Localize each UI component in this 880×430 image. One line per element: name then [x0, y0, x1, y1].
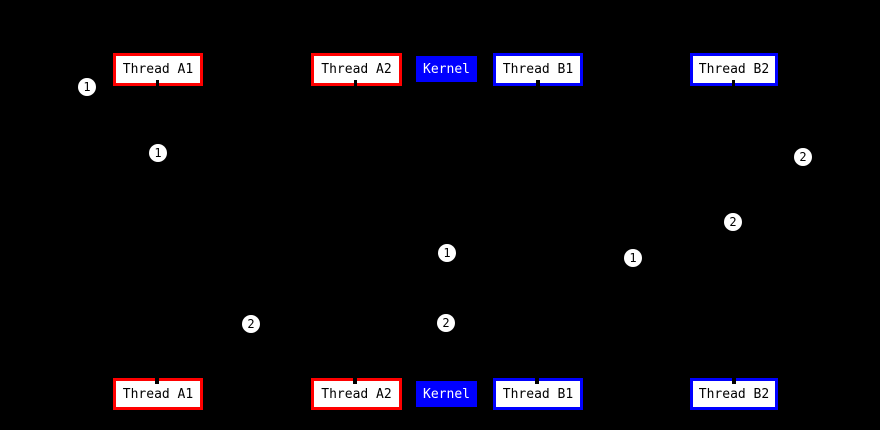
edge-stub: [732, 80, 735, 87]
node-thread-b2-bottom-label: Thread B2: [698, 386, 770, 402]
node-kernel-top: Kernel: [416, 56, 477, 82]
node-thread-b1-bottom-label: Thread B1: [502, 386, 574, 402]
node-thread-a2-top-label: Thread A2: [321, 62, 392, 77]
edge-label-badge: 2: [724, 213, 742, 231]
node-thread-a2-bottom-label: Thread A2: [321, 386, 392, 402]
edge-label-badge: 2: [242, 315, 260, 333]
node-thread-b1-top-label: Thread B1: [502, 62, 574, 77]
node-kernel-bottom: Kernel: [416, 381, 477, 407]
edge-stub: [156, 80, 159, 87]
node-thread-b2-top-label: Thread B2: [698, 62, 770, 77]
node-kernel-bottom-label: Kernel: [423, 386, 470, 402]
edge-label-badge: 1: [624, 249, 642, 267]
edge-stub: [354, 80, 357, 87]
edge-stub: [155, 377, 159, 384]
edge-stub: [536, 80, 540, 87]
node-thread-a1-top-label: Thread A1: [122, 62, 194, 77]
node-thread-a1-bottom-label: Thread A1: [122, 386, 194, 402]
edge-label-badge: 2: [437, 314, 455, 332]
edge-stub: [732, 377, 736, 384]
edge-label-badge: 1: [438, 244, 456, 262]
edge-label-badge: 1: [149, 144, 167, 162]
edge-stub: [353, 377, 357, 384]
edge-label-badge: 1: [78, 78, 96, 96]
node-kernel-top-label: Kernel: [423, 61, 470, 77]
edge-stub: [535, 377, 539, 384]
edge-label-badge: 2: [794, 148, 812, 166]
